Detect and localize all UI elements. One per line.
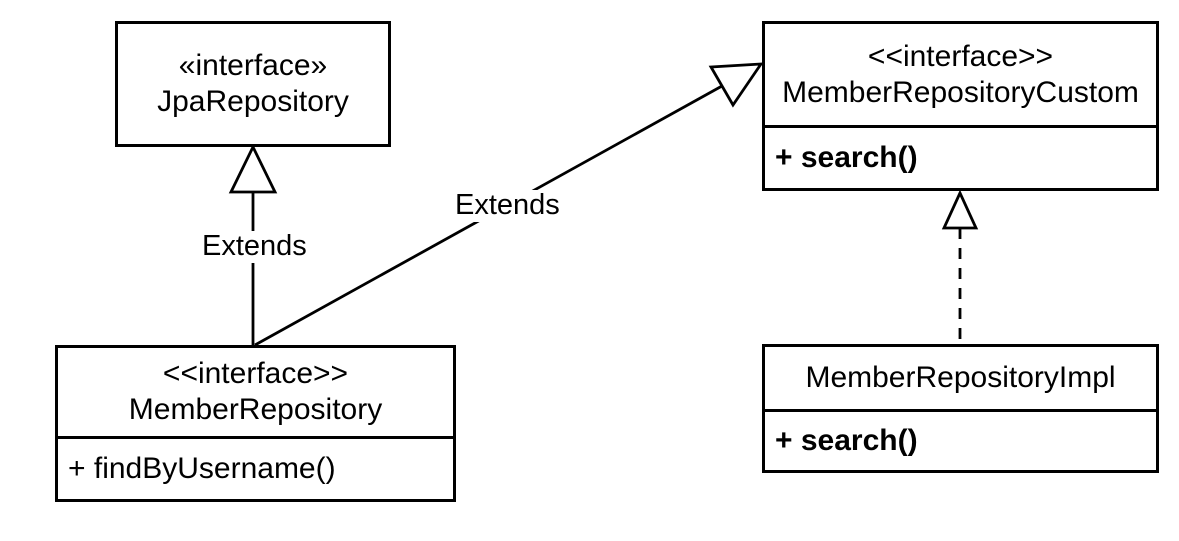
- method-label: + findByUsername(): [58, 436, 453, 499]
- method-label: + search(): [765, 409, 1156, 470]
- class-name: MemberRepositoryImpl: [805, 361, 1116, 394]
- class-box-jpa-repository: «interface» JpaRepository: [115, 21, 391, 147]
- stereotype-label: <<interface>>: [162, 357, 349, 390]
- class-name: MemberRepository: [128, 393, 383, 426]
- method-label: + search(): [765, 125, 1156, 188]
- class-box-member-repository-custom: <<interface>> MemberRepositoryCustom + s…: [762, 21, 1159, 191]
- class-name: MemberRepositoryCustom: [782, 75, 1139, 109]
- extends-vertical-label: Extends: [199, 230, 310, 263]
- stereotype-label: <<interface>>: [867, 39, 1054, 73]
- class-name: JpaRepository: [157, 85, 349, 118]
- realization-arrowhead-icon: [941, 189, 979, 230]
- class-box-member-repository-impl: MemberRepositoryImpl + search(): [762, 344, 1159, 473]
- class-box-member-repository: <<interface>> MemberRepository + findByU…: [55, 345, 456, 502]
- extends-diagonal-label: Extends: [452, 189, 563, 222]
- stereotype-label: «interface»: [178, 49, 328, 82]
- extends-vertical-arrowhead-icon: [228, 143, 278, 194]
- extends-diagonal-arrowhead-icon: [708, 62, 764, 108]
